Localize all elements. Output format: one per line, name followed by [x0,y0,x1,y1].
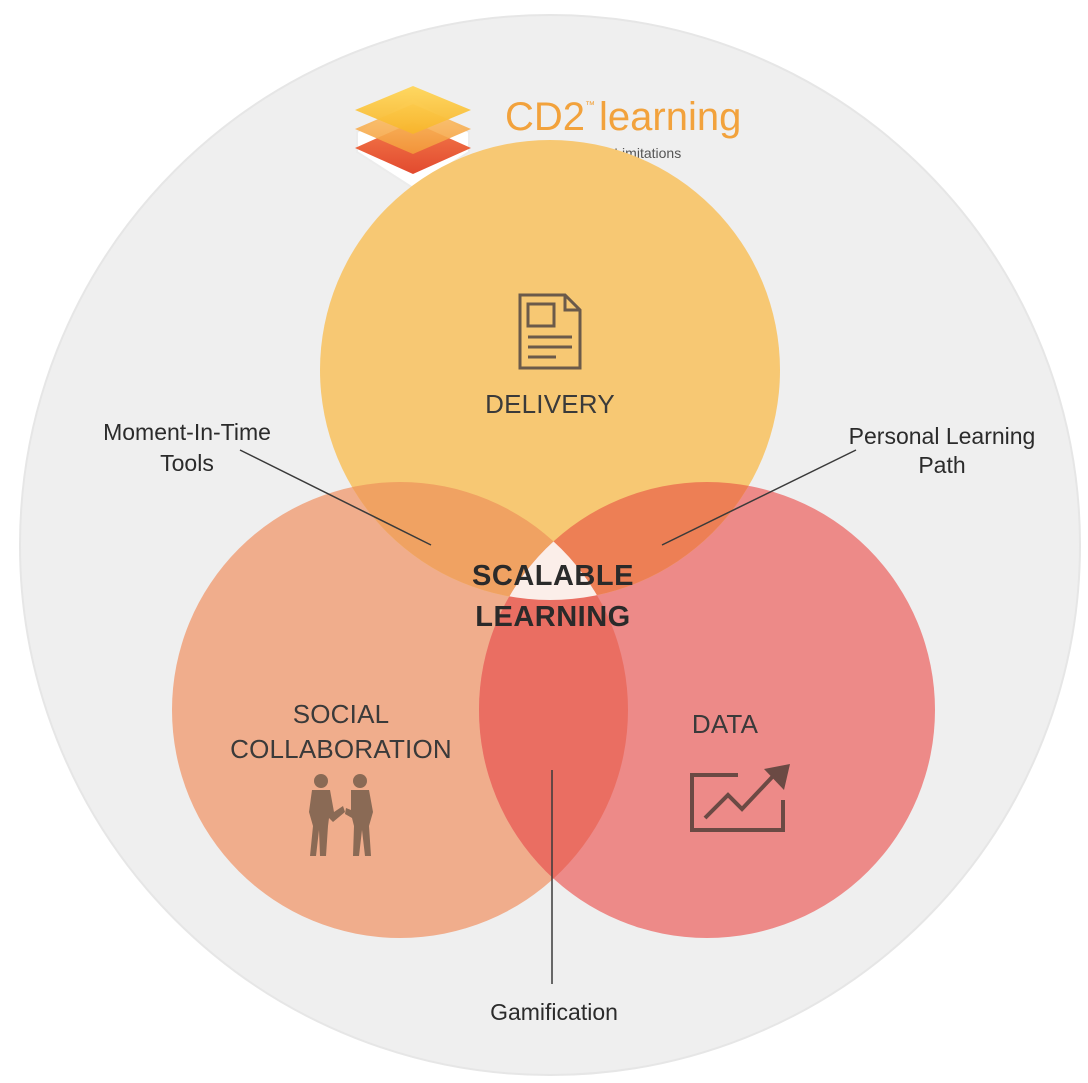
data-label: DATA [692,709,759,739]
moment-in-time-label-line2: Tools [160,450,214,476]
social-label-line1: SOCIAL [293,699,390,729]
moment-in-time-label-line1: Moment-In-Time [103,419,271,445]
scalable-learning-line2: LEARNING [475,601,630,633]
scalable-learning-line1: SCALABLE [472,560,634,592]
delivery-label: DELIVERY [485,389,615,419]
callout-line-moment-in-time [239,449,432,546]
callout-line-personal-path [661,449,857,546]
social-data-overlap [479,482,628,938]
logo-layer-top [355,86,471,134]
background-disc-rim [19,14,1081,1076]
gamification-label: Gamification [490,999,618,1025]
personal-path-label-line2: Path [918,452,965,478]
document-icon [518,293,582,370]
personal-path-label-line1: Personal Learning [849,423,1036,449]
social-label-line2: COLLABORATION [230,734,452,764]
trending-chart-icon [690,764,790,832]
handshake-people-icon [309,774,373,856]
